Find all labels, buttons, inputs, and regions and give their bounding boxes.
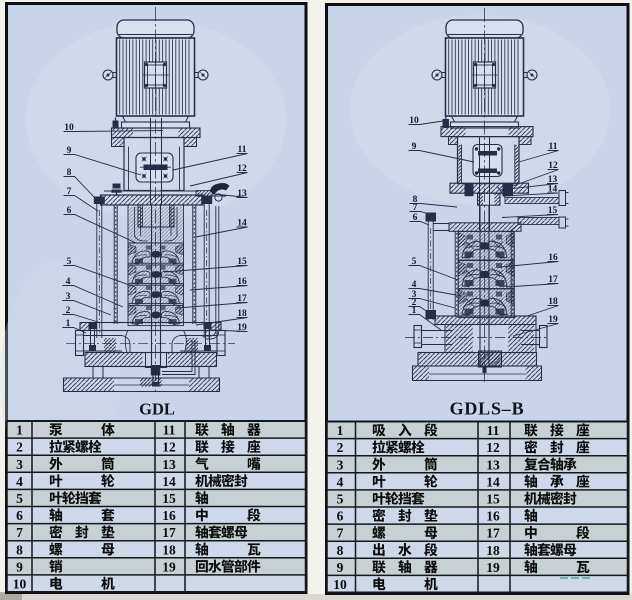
svg-text:8: 8 bbox=[337, 543, 344, 558]
svg-text:13: 13 bbox=[162, 457, 176, 472]
svg-text:19: 19 bbox=[548, 315, 558, 325]
svg-text:6: 6 bbox=[413, 213, 418, 223]
svg-text:16: 16 bbox=[548, 253, 558, 263]
svg-text:16: 16 bbox=[237, 277, 247, 287]
svg-text:5: 5 bbox=[337, 492, 344, 507]
svg-text:6: 6 bbox=[337, 509, 344, 524]
svg-text:15: 15 bbox=[486, 492, 500, 507]
svg-text:9: 9 bbox=[16, 559, 23, 574]
svg-text:10: 10 bbox=[13, 577, 27, 592]
svg-text:18: 18 bbox=[237, 309, 247, 319]
svg-text:7: 7 bbox=[413, 203, 418, 213]
svg-text:8: 8 bbox=[16, 542, 23, 557]
svg-text:17: 17 bbox=[237, 294, 247, 304]
svg-text:11: 11 bbox=[487, 423, 500, 438]
svg-text:13: 13 bbox=[548, 175, 558, 185]
svg-text:9: 9 bbox=[337, 560, 344, 575]
svg-text:15: 15 bbox=[548, 206, 558, 216]
svg-text:1: 1 bbox=[337, 423, 344, 438]
svg-text:4: 4 bbox=[16, 474, 23, 489]
svg-text:5: 5 bbox=[16, 491, 23, 506]
svg-text:6: 6 bbox=[67, 206, 72, 216]
svg-text:9: 9 bbox=[412, 142, 417, 152]
svg-text:14: 14 bbox=[237, 219, 247, 229]
svg-text:3: 3 bbox=[337, 457, 344, 472]
svg-text:2: 2 bbox=[412, 298, 417, 308]
svg-text:11: 11 bbox=[549, 142, 558, 152]
svg-text:19: 19 bbox=[162, 559, 176, 574]
svg-text:10: 10 bbox=[333, 577, 347, 592]
svg-text:3: 3 bbox=[412, 290, 417, 300]
svg-text:12: 12 bbox=[548, 161, 558, 171]
svg-text:GDLS–B: GDLS–B bbox=[450, 399, 525, 419]
svg-text:5: 5 bbox=[412, 257, 417, 267]
svg-text:11: 11 bbox=[238, 145, 247, 155]
svg-text:1: 1 bbox=[66, 319, 71, 329]
svg-text:8: 8 bbox=[413, 195, 418, 205]
svg-text:11: 11 bbox=[163, 423, 176, 438]
svg-text:19: 19 bbox=[237, 323, 247, 333]
svg-text:10: 10 bbox=[64, 123, 74, 133]
svg-text:5: 5 bbox=[67, 257, 72, 267]
svg-text:4: 4 bbox=[66, 277, 71, 287]
svg-text:8: 8 bbox=[67, 168, 72, 178]
svg-text:7: 7 bbox=[337, 526, 344, 541]
svg-text:16: 16 bbox=[486, 509, 500, 524]
svg-text:18: 18 bbox=[486, 543, 500, 558]
svg-text:15: 15 bbox=[162, 491, 176, 506]
svg-text:4: 4 bbox=[337, 474, 344, 489]
svg-text:16: 16 bbox=[162, 508, 176, 523]
svg-text:GDL: GDL bbox=[139, 400, 175, 419]
svg-text:14: 14 bbox=[486, 474, 500, 489]
svg-text:17: 17 bbox=[162, 525, 176, 540]
svg-text:2: 2 bbox=[16, 440, 23, 455]
svg-text:13: 13 bbox=[237, 189, 247, 199]
svg-text:3: 3 bbox=[66, 292, 71, 302]
svg-text:7: 7 bbox=[16, 525, 23, 540]
svg-text:19: 19 bbox=[486, 560, 500, 575]
svg-text:12: 12 bbox=[486, 440, 500, 455]
svg-text:12: 12 bbox=[162, 440, 176, 455]
svg-text:7: 7 bbox=[67, 187, 72, 197]
svg-text:2: 2 bbox=[337, 440, 344, 455]
svg-text:18: 18 bbox=[162, 542, 176, 557]
svg-text:2: 2 bbox=[66, 306, 71, 316]
svg-text:14: 14 bbox=[548, 185, 558, 195]
svg-text:9: 9 bbox=[67, 146, 72, 156]
svg-text:13: 13 bbox=[486, 457, 500, 472]
svg-text:3: 3 bbox=[16, 457, 23, 472]
svg-text:14: 14 bbox=[162, 474, 176, 489]
svg-text:17: 17 bbox=[548, 275, 558, 285]
svg-text:1: 1 bbox=[412, 306, 417, 316]
svg-text:10: 10 bbox=[409, 116, 419, 126]
svg-text:18: 18 bbox=[548, 297, 558, 307]
svg-text:15: 15 bbox=[237, 257, 247, 267]
svg-text:1: 1 bbox=[16, 423, 23, 438]
svg-text:12: 12 bbox=[237, 164, 247, 174]
svg-text:17: 17 bbox=[486, 526, 500, 541]
svg-text:4: 4 bbox=[412, 280, 417, 290]
svg-text:6: 6 bbox=[16, 508, 23, 523]
